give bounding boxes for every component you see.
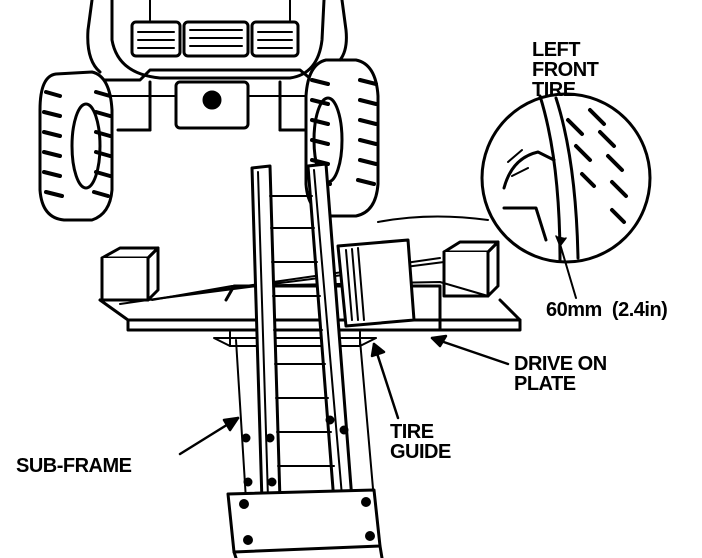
tractor-front <box>38 0 380 222</box>
drive-on-plate-line-1: DRIVE ON <box>514 353 607 375</box>
tire-detail-inset <box>377 92 652 299</box>
sub-frame-label: SUB-FRAME <box>16 455 132 477</box>
tire-guide-label: TIRE GUIDE <box>390 422 451 462</box>
measurement-label: 60mm (2.4in) <box>546 299 668 321</box>
tire-guide-arrow <box>372 342 400 420</box>
drive-on-plate <box>98 238 522 347</box>
left-front-tire-label: LEFT FRONT TIRE <box>532 39 599 101</box>
drive-on-plate-line-2: PLATE <box>514 373 576 395</box>
left-front-tire-line-3: TIRE <box>532 79 576 101</box>
leader-arrows <box>178 334 510 456</box>
drive-on-plate-arrow <box>430 336 510 366</box>
left-front-tire-line-2: FRONT <box>532 59 599 81</box>
left-front-wheel <box>38 70 114 222</box>
tire-guide-line-1: TIRE <box>390 421 434 443</box>
left-front-tire-line-1: LEFT <box>532 39 581 61</box>
tire-guide-line-2: GUIDE <box>390 441 451 463</box>
base-plate <box>226 488 384 558</box>
drive-on-plate-label: DRIVE ON PLATE <box>514 354 607 394</box>
